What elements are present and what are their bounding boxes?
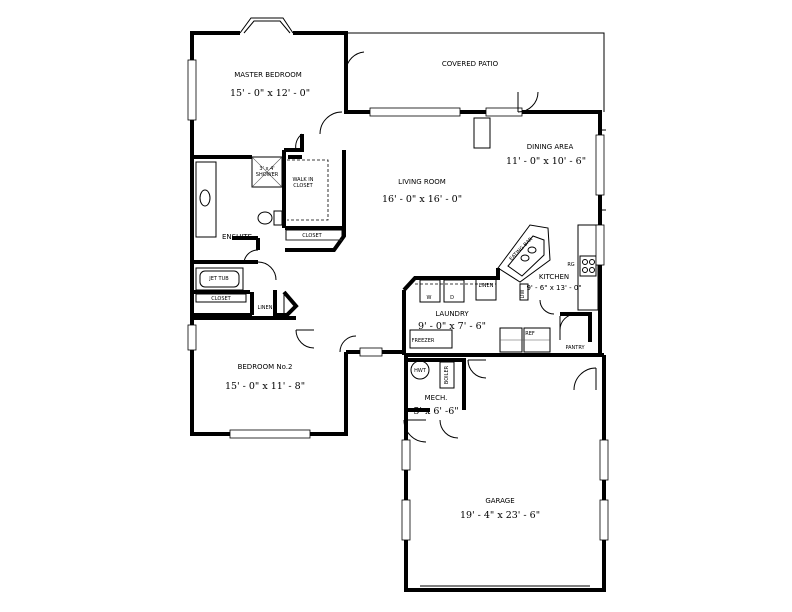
rg-label: RG [567,262,574,268]
interior-walls [192,117,606,412]
living-room-label: LIVING ROOM [398,178,446,186]
doors [243,50,597,443]
kitchen-label: KITCHEN [539,273,569,281]
boiler-label: BOILER [444,365,450,384]
bedroom2-size: 15' - 0" x 11' - 8" [225,381,305,392]
walk-in-closet-label-2: CLOSET [293,183,313,189]
garage-label: GARAGE [485,497,514,505]
mech-size: 5' x 6' -6" [413,406,458,417]
master-bedroom-label: MASTER BEDROOM [234,71,302,79]
washer-label: W [427,295,432,301]
garage-size: 19' - 4" x 23' - 6" [460,510,540,521]
room-labels: MASTER BEDROOM 15' - 0" x 12' - 0" COVER… [222,60,586,521]
living-room-size: 16' - 0" x 16' - 0" [382,194,462,205]
dw-label: DW [520,290,526,299]
windows [187,59,609,541]
walk-in-closet-label-1: WALK IN [293,177,314,183]
closet-label-master: CLOSET [302,233,322,239]
kitchen-size: 9' - 6" x 13' - 0" [526,284,581,292]
bedroom2-label: BEDROOM No.2 [238,363,293,371]
covered-patio-label: COVERED PATIO [442,60,499,68]
ref-label: REF [525,331,535,337]
mech-label: MECH. [425,394,448,402]
shower-label-1: 3' x 4' [259,166,274,172]
dining-area-label: DINING AREA [527,143,574,151]
eating-bar [497,224,551,283]
shower-label-2: SHOWER [256,172,279,178]
jet-tub-label: JET TUB [208,276,229,282]
dining-area-size: 11' - 0" x 10' - 6" [506,156,586,167]
laundry-label: LAUNDRY [435,310,469,318]
closet-label-ensuite: CLOSET [211,296,231,302]
laundry-size: 9' - 0" x 7' - 6" [418,321,486,332]
pantry-label: PANTRY [565,345,585,351]
hwt-label: HWT [414,368,427,374]
linen-label-bath: LINEN [258,305,273,311]
linen-label-laundry: LINEN [479,283,494,289]
dryer-label: D [450,295,454,301]
ensuite-label: ENSUITE [222,233,252,241]
master-bedroom-size: 15' - 0" x 12' - 0" [230,88,310,99]
freezer-label: FREEZER [412,338,435,344]
